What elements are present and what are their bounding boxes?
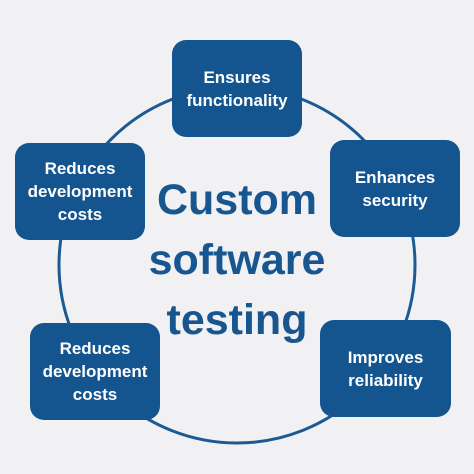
node-label-line: functionality — [186, 90, 288, 110]
node-ensures-functionality: Ensures functionality — [172, 40, 302, 137]
center-title-line: Custom — [156, 176, 318, 224]
node-label-line: costs — [72, 385, 118, 404]
node-improves-reliability: Improves reliability — [320, 320, 451, 417]
center-title: Custom software testing — [110, 170, 364, 350]
center-title-line: testing — [166, 296, 308, 344]
node-label-line: development — [42, 362, 148, 381]
node-enhances-security: Enhances security — [330, 140, 460, 237]
node-label-line: Reduces — [44, 159, 116, 178]
node-label-line: development — [27, 182, 133, 201]
node-label-line: Reduces — [59, 339, 131, 358]
center-title-line: software — [148, 236, 326, 284]
node-label-line: Enhances — [354, 167, 436, 187]
node-reduces-development-costs-bottom: Reduces development costs — [30, 323, 160, 420]
node-label-line: reliability — [348, 370, 423, 390]
node-label-line: Improves — [347, 347, 424, 367]
node-label-line: Ensures — [203, 67, 271, 87]
node-label-line: security — [362, 190, 428, 210]
node-reduces-development-costs-top: Reduces development costs — [15, 143, 145, 240]
node-label-line: costs — [57, 205, 103, 224]
